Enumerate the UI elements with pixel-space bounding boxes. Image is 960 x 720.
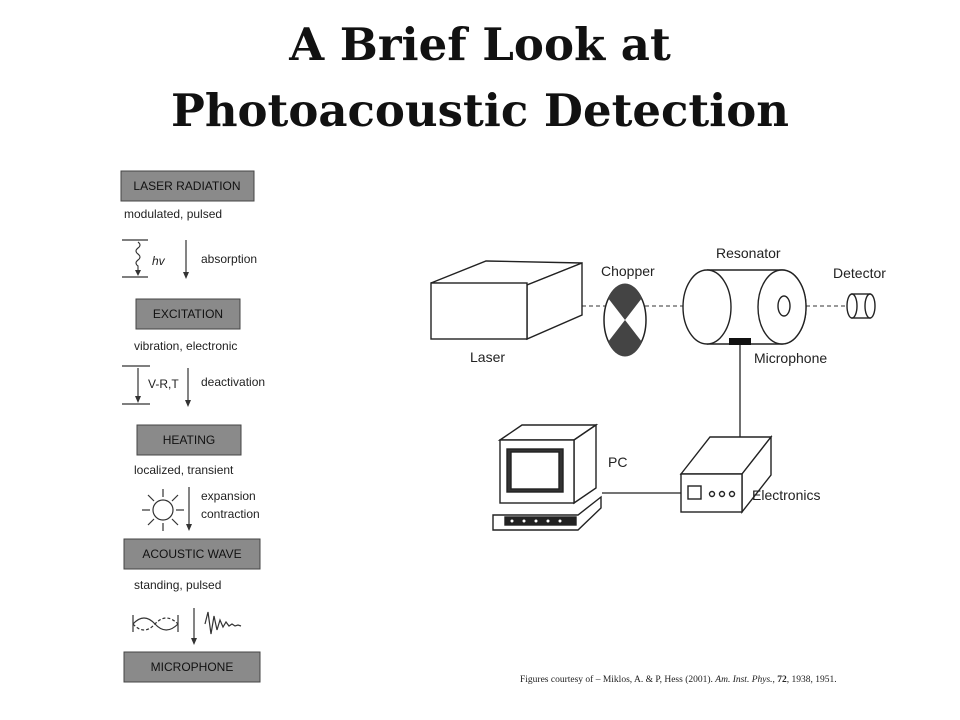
title-line-2: Photoacoustic Detection [170,84,790,137]
subtitle-vibration-electronic: vibration, electronic [134,339,237,353]
expansion-burst-icon [142,489,184,531]
title-line-1: A Brief Look at [289,18,671,71]
box-laser-radiation-label: LASER RADIATION [133,179,240,193]
pc-label: PC [608,454,627,470]
absorption-label: absorption [201,252,257,266]
hv-label: hv [152,254,166,268]
caption-volume: 72 [777,675,787,685]
box-microphone-label: MICROPHONE [151,660,234,674]
caption-prefix: Figures courtesy of – Miklos, A. & P, He… [520,675,716,685]
detector-icon [846,293,876,319]
box-heating [136,424,242,456]
caption-rest: , 1938, 1951. [786,675,837,685]
electronics-box-icon [679,434,773,515]
microphone-icon [729,338,751,345]
caption-journal: Am. Inst. Phys. [715,675,773,685]
setup-schematic: Laser Chopper Resonator Detector Microph… [430,245,886,531]
box-microphone [123,651,261,683]
standing-wave-icon [132,615,179,632]
box-acoustic-wave [123,538,261,570]
subtitle-localized-transient: localized, transient [134,463,234,477]
pulse-wave-icon [204,611,242,635]
vrt-label: V-R,T [148,377,179,391]
photon-wave-icon [135,241,141,272]
expansion-label: expansion [201,489,256,503]
resonator-cylinder-icon [682,269,807,345]
box-acoustic-wave-label: ACOUSTIC WAVE [142,547,241,561]
subtitle-modulated-pulsed: modulated, pulsed [124,207,222,221]
box-excitation [135,298,241,330]
figure-caption: Figures courtesy of – Miklos, A. & P, He… [520,675,837,685]
detector-label: Detector [833,265,886,281]
laser-box-icon [430,260,583,341]
laser-label: Laser [470,349,505,365]
pc-computer-icon [492,423,602,531]
subtitle-standing-pulsed: standing, pulsed [134,578,221,592]
resonator-label: Resonator [716,245,781,261]
box-excitation-label: EXCITATION [153,307,223,321]
process-chain: LASER RADIATION modulated, pulsed hv abs… [120,170,265,683]
chopper-label: Chopper [601,263,655,279]
box-heating-label: HEATING [163,433,215,447]
deactivation-label: deactivation [201,375,265,389]
caption-sep: , [772,675,778,685]
chopper-wheel-icon [603,283,647,357]
microphone-label: Microphone [754,350,827,366]
contraction-label: contraction [201,507,260,521]
electronics-label: Electronics [752,487,820,503]
box-laser-radiation [120,170,255,202]
